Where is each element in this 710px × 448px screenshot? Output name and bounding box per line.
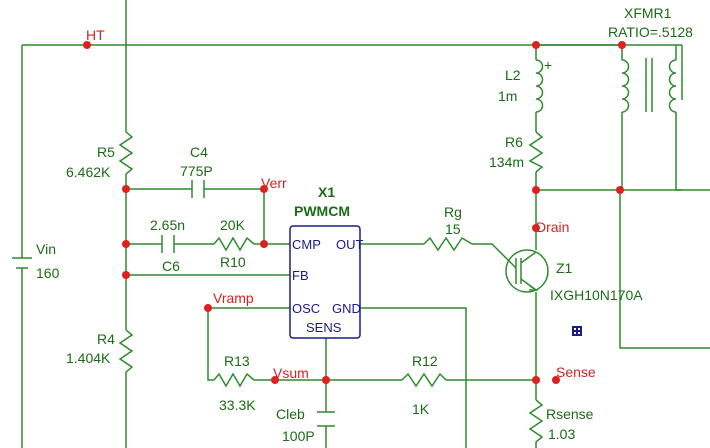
resistor-r5[interactable] bbox=[118, 131, 134, 175]
z1-value: IXGH10N170A bbox=[550, 287, 643, 303]
r5-ref: R5 bbox=[97, 144, 115, 160]
net-vramp: Vramp bbox=[213, 290, 254, 306]
capacitor-cleb[interactable] bbox=[317, 411, 335, 427]
pin-cmp: CMP bbox=[292, 237, 321, 252]
net-ht: HT bbox=[86, 27, 105, 43]
resistor-r12[interactable] bbox=[401, 372, 447, 388]
c6-value: 2.65n bbox=[150, 217, 185, 233]
c4-ref: C4 bbox=[190, 144, 208, 160]
r6-value: 134m bbox=[489, 154, 524, 170]
r4-ref: R4 bbox=[97, 331, 115, 347]
c6-ref: C6 bbox=[162, 258, 180, 274]
r13-value: 33.3K bbox=[219, 397, 256, 413]
wires bbox=[21, 0, 710, 448]
pin-gnd: GND bbox=[332, 301, 361, 316]
net-sense: Sense bbox=[556, 364, 596, 380]
l2-value: 1m bbox=[498, 88, 517, 104]
net-vsum: Vsum bbox=[273, 365, 309, 381]
xfmr1-ref: XFMR1 bbox=[624, 5, 672, 21]
resistor-rsense[interactable] bbox=[528, 399, 544, 448]
transistor-z1[interactable] bbox=[505, 249, 549, 293]
pin-sens: SENS bbox=[306, 320, 342, 335]
resistor-r4[interactable] bbox=[118, 329, 134, 373]
r12-value: 1K bbox=[412, 401, 430, 417]
pin-out: OUT bbox=[336, 237, 364, 252]
r10-value: 20K bbox=[220, 217, 246, 233]
pin-fb: FB bbox=[292, 268, 309, 283]
r12-ref: R12 bbox=[412, 353, 438, 369]
net-drain: Drain bbox=[536, 219, 569, 235]
rsense-ref: Rsense bbox=[546, 406, 594, 422]
svg-text:+: + bbox=[544, 57, 552, 73]
battery-vin[interactable] bbox=[12, 236, 32, 280]
resistor-r13[interactable] bbox=[213, 372, 255, 388]
rsense-value: 1.03 bbox=[548, 426, 575, 442]
inductor-l2[interactable]: + bbox=[535, 57, 552, 113]
x1-ref: X1 bbox=[318, 184, 335, 200]
capacitor-c6[interactable] bbox=[161, 235, 175, 253]
pin-osc: OSC bbox=[292, 301, 320, 316]
ic-x1-pwmcm[interactable]: CMP OUT FB OSC GND SENS bbox=[289, 225, 364, 339]
resistor-rg[interactable] bbox=[423, 236, 473, 252]
r10-ref: R10 bbox=[220, 254, 246, 270]
vin-value: 160 bbox=[36, 265, 60, 281]
z1-ref: Z1 bbox=[556, 260, 573, 276]
r13-ref: R13 bbox=[224, 353, 250, 369]
cleb-ref: Cleb bbox=[276, 406, 305, 422]
net-verr: Verr bbox=[261, 175, 287, 191]
capacitor-c4[interactable] bbox=[191, 180, 205, 198]
vin-ref: Vin bbox=[36, 241, 56, 257]
r5-value: 6.462K bbox=[66, 164, 111, 180]
r6-ref: R6 bbox=[505, 134, 523, 150]
rg-value: 15 bbox=[445, 221, 461, 237]
node-dots bbox=[83, 41, 626, 384]
resistor-r10[interactable] bbox=[213, 236, 255, 252]
c4-value: 775P bbox=[180, 163, 213, 179]
x1-value: PWMCM bbox=[294, 203, 350, 219]
r4-value: 1.404K bbox=[66, 350, 111, 366]
rg-ref: Rg bbox=[444, 204, 462, 220]
transformer-xfmr1[interactable] bbox=[621, 45, 710, 191]
l2-ref: L2 bbox=[505, 67, 521, 83]
grid-icon bbox=[572, 326, 582, 336]
cleb-value: 100P bbox=[282, 428, 315, 444]
xfmr1-value: RATIO=.5128 bbox=[608, 24, 693, 40]
resistor-r6[interactable] bbox=[528, 131, 544, 173]
